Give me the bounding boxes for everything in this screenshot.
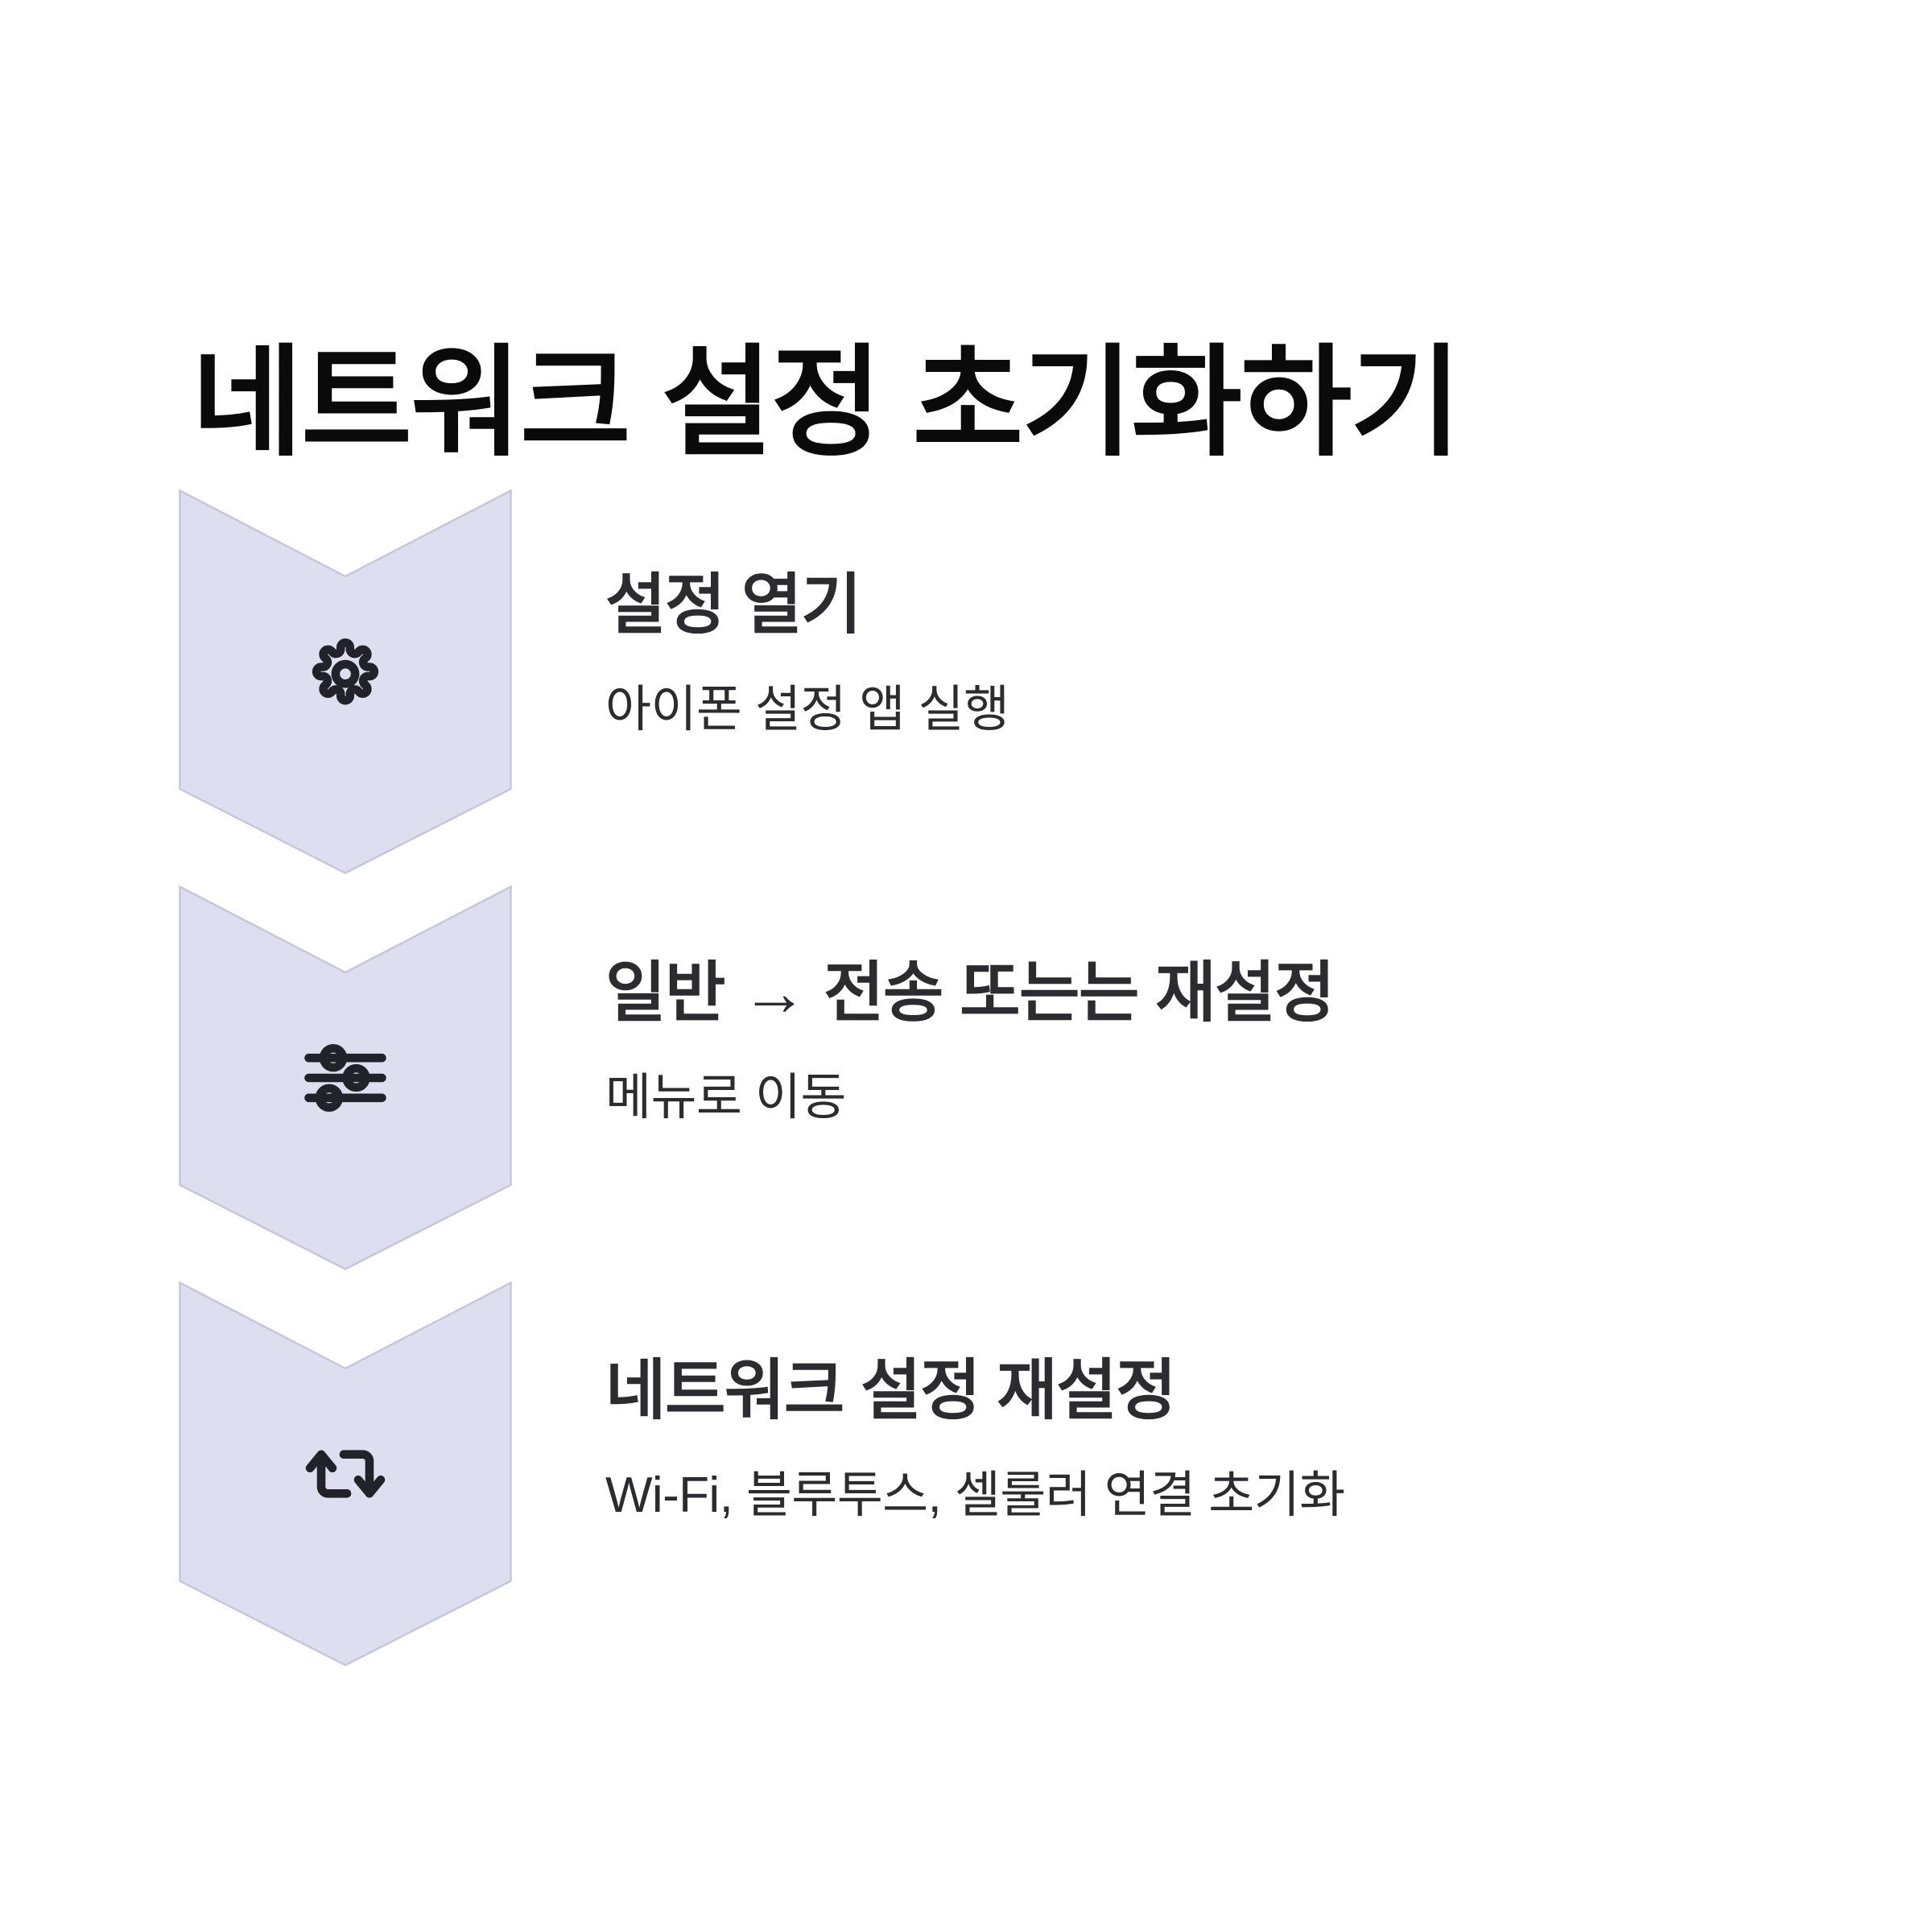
step-heading: 설정 열기 [605, 568, 862, 642]
step-item: 네트워크 설정 재설정 Wi-Fi, 블루투스, 셀룰러 연결 초기화 [0, 1281, 1932, 1668]
step-chevron-badge [179, 489, 512, 874]
step-heading: 일반 → 전송 또는는 재설정 [605, 956, 1335, 1030]
step-description: 아이폰 설정 앱 실행 [605, 681, 1009, 737]
chevron-shape [179, 489, 512, 874]
steps-list: 설정 열기 아이폰 설정 앱 실행 [0, 489, 1932, 1697]
step-text-block: 네트워크 설정 재설정 Wi-Fi, 블루투스, 셀룰러 연결 초기화 [605, 1352, 1893, 1527]
step-chevron-badge [179, 885, 512, 1270]
page-title: 네트워크 설정 초기화하기 [192, 334, 1461, 470]
step-item: 일반 → 전송 또는는 재설정 메뉴로 이동 [0, 885, 1932, 1272]
step-text-block: 일반 → 전송 또는는 재설정 메뉴로 이동 [605, 955, 1893, 1129]
step-description: 메뉴로 이동 [605, 1069, 846, 1125]
step-heading: 네트워크 설정 재설정 [605, 1354, 1177, 1427]
chevron-shape [179, 885, 512, 1270]
step-chevron-badge [179, 1281, 512, 1666]
step-text-block: 설정 열기 아이폰 설정 앱 실행 [605, 567, 1893, 741]
step-item: 설정 열기 아이폰 설정 앱 실행 [0, 489, 1932, 876]
step-description: Wi-Fi, 블루투스, 셀룰러 연결 초기화 [605, 1467, 1345, 1523]
chevron-shape [179, 1281, 512, 1666]
